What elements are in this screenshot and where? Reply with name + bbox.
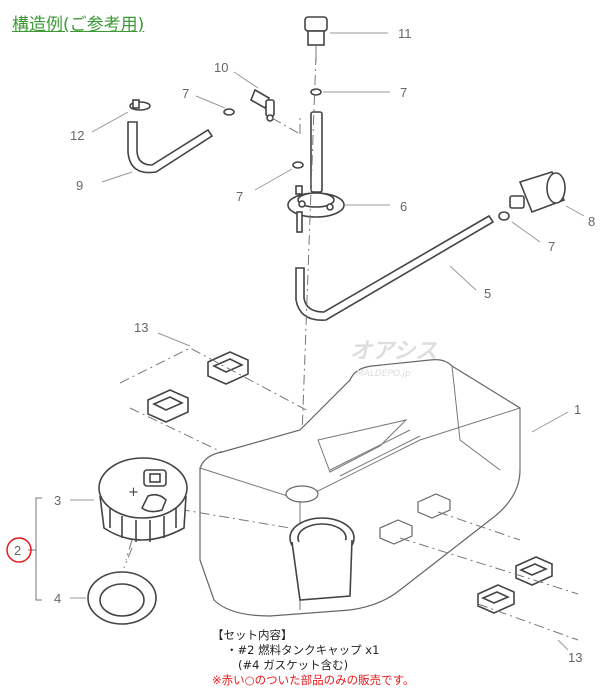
label-4: 4 xyxy=(54,591,61,606)
set-line-2: (#4 ガスケット含む) xyxy=(238,658,349,672)
label-7-top-right: 7 xyxy=(400,85,407,100)
svg-text:+: + xyxy=(128,485,139,500)
label-1: 1 xyxy=(574,402,581,417)
set-note: ※赤い○のついた部品のみの販売です。 xyxy=(212,673,415,687)
part-7-oring-left xyxy=(223,108,235,116)
part-13-rubber-pad-b xyxy=(147,389,189,423)
part-10-elbow-fitting xyxy=(249,88,275,122)
label-3: 3 xyxy=(54,493,61,508)
part-11-filler-cap xyxy=(304,16,328,62)
watermark: オアシス MALDEPO.jp xyxy=(350,339,437,379)
part-9-vent-hose xyxy=(127,121,214,174)
label-7-left: 7 xyxy=(182,86,189,101)
label-7-right: 7 xyxy=(548,239,555,254)
label-2: 2 xyxy=(14,543,21,558)
highlight-circle-2 xyxy=(6,537,32,563)
part-12-hose-clip xyxy=(129,99,151,111)
label-11: 11 xyxy=(398,26,412,41)
part-3-tank-cap: + xyxy=(98,457,188,542)
label-6: 6 xyxy=(400,199,407,214)
label-5: 5 xyxy=(484,286,491,301)
part-8-fuel-filter xyxy=(509,171,566,214)
watermark-site: MALDEPO.jp xyxy=(356,369,411,379)
part-4-gasket xyxy=(87,571,157,625)
part-7-oring-top xyxy=(310,88,322,96)
part-1-fuel-tank xyxy=(199,359,521,617)
label-8: 8 xyxy=(588,214,595,229)
label-13-bottom: 13 xyxy=(568,650,582,665)
part-7-oring-mid xyxy=(292,161,304,169)
part-5-fuel-hose xyxy=(295,214,495,321)
label-12: 12 xyxy=(70,128,84,143)
label-7-mid: 7 xyxy=(236,189,243,204)
label-13-top: 13 xyxy=(134,320,148,335)
part-7-oring-right xyxy=(498,211,510,221)
set-contents: 【セット内容】 ・#2 燃料タンクキャップ x1 (#4 ガスケット含む) ※赤… xyxy=(212,628,415,688)
watermark-logo: オアシス xyxy=(350,339,437,364)
label-10: 10 xyxy=(214,60,228,75)
part-13-rubber-pad-c xyxy=(515,556,553,586)
bracket-group-2 xyxy=(35,497,42,601)
label-9: 9 xyxy=(76,178,83,193)
set-heading: 【セット内容】 xyxy=(212,628,293,642)
page-title: 構造例(ご参考用) xyxy=(12,15,145,35)
part-6-fuel-pickup xyxy=(287,111,345,233)
set-line-1: ・#2 燃料タンクキャップ x1 xyxy=(226,643,380,657)
part-13-rubber-pad-d xyxy=(477,584,515,614)
